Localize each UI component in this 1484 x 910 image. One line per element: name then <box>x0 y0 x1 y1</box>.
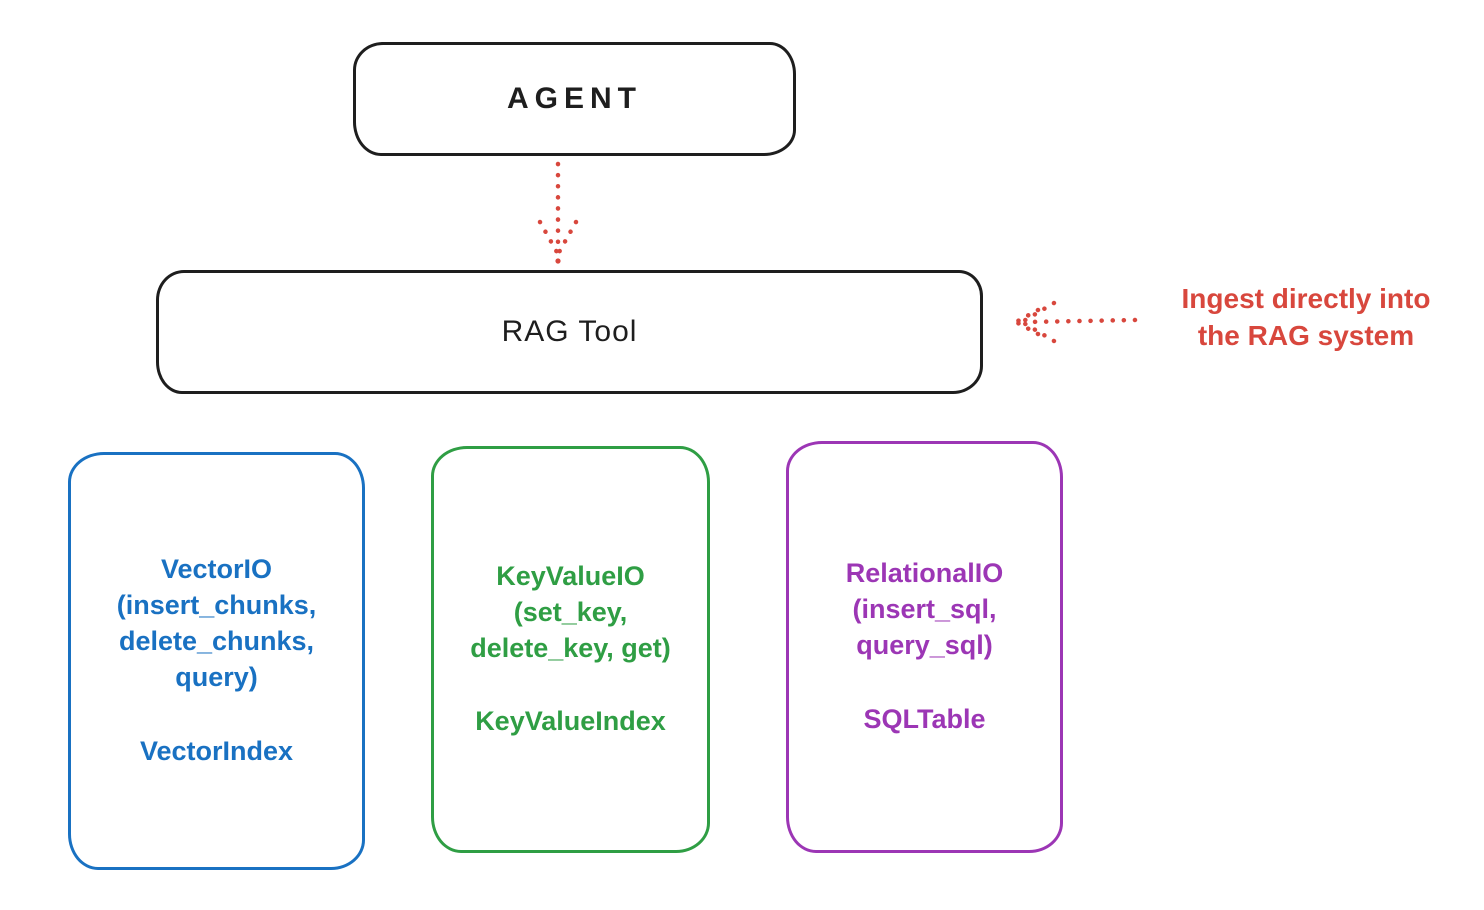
arrow-left-icon <box>1013 300 1138 344</box>
vector-io-method-line: query) <box>175 661 258 692</box>
vector-io-method-line: (insert_chunks, <box>116 590 317 621</box>
sql-table-label: SQLTable <box>863 703 986 734</box>
keyvalue-io-box: KeyValueIO (set_key, delete_key, get) Ke… <box>431 446 710 853</box>
agent-node-label: AGENT <box>507 82 642 115</box>
keyvalue-io-method-line: delete_key, get) <box>470 632 671 663</box>
keyvalue-io-title: KeyValueIO <box>496 560 645 591</box>
rag-tool-node-label: RAG Tool <box>501 315 638 348</box>
relational-io-methods: RelationalIO (insert_sql, query_sql) <box>846 556 1004 664</box>
arrow-down-icon <box>537 161 579 264</box>
relational-io-title: RelationalIO <box>845 558 1004 589</box>
keyvalue-index-label: KeyValueIndex <box>475 706 666 737</box>
vector-io-method-line: delete_chunks, <box>118 626 315 657</box>
relational-io-box: RelationalIO (insert_sql, query_sql) SQL… <box>786 441 1063 853</box>
ingest-annotation: Ingest directly into the RAG system <box>1128 281 1484 355</box>
ingest-annotation-line2: the RAG system <box>1197 319 1415 351</box>
agent-node: AGENT <box>353 42 796 156</box>
rag-tool-node: RAG Tool <box>156 270 983 394</box>
relational-io-method-line: (insert_sql, <box>852 594 997 625</box>
vector-index-label: VectorIndex <box>139 735 294 766</box>
vector-io-title: VectorIO <box>160 554 273 585</box>
vector-io-box: VectorIO (insert_chunks, delete_chunks, … <box>68 452 365 870</box>
ingest-annotation-line1: Ingest directly into <box>1181 283 1431 314</box>
vector-io-methods: VectorIO (insert_chunks, delete_chunks, … <box>117 552 317 696</box>
keyvalue-io-method-line: (set_key, <box>513 596 628 627</box>
keyvalue-io-methods: KeyValueIO (set_key, delete_key, get) <box>470 559 671 667</box>
relational-io-method-line: query_sql) <box>856 630 993 660</box>
